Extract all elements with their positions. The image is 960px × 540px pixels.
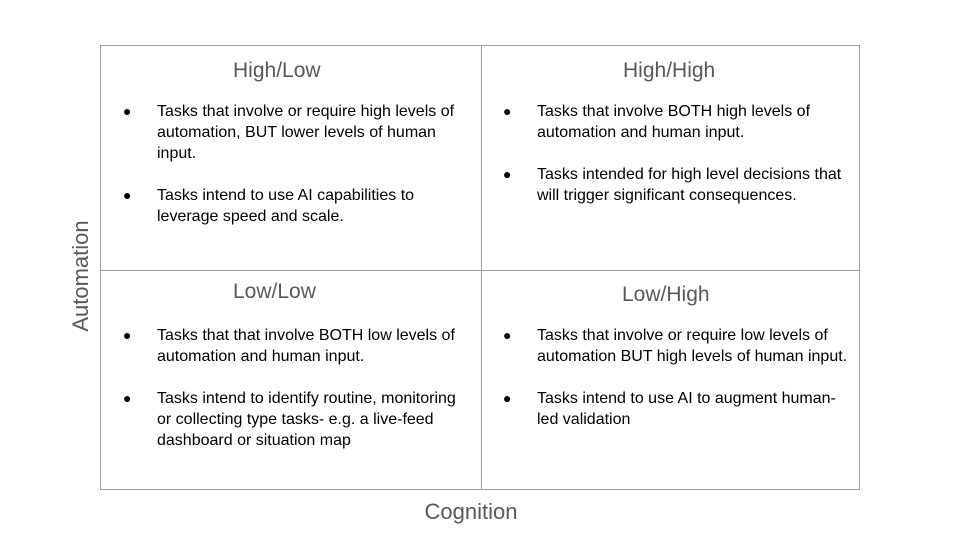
list-item: ● Tasks intend to identify routine, moni… xyxy=(101,388,471,451)
quadrant-high-high: High/High ● Tasks that involve BOTH high… xyxy=(481,46,861,270)
list-item-text: Tasks that involve or require high level… xyxy=(157,103,455,162)
y-axis-label: Automation xyxy=(68,220,93,332)
bullet-icon: ● xyxy=(123,103,132,119)
bullet-icon: ● xyxy=(503,166,512,182)
quadrant-bullet-list: ● Tasks that that involve BOTH low level… xyxy=(101,325,471,472)
bullet-icon: ● xyxy=(123,187,132,203)
vertical-divider xyxy=(481,46,482,489)
quadrant-bullet-list: ● Tasks that involve BOTH high levels of… xyxy=(481,101,851,227)
list-item: ● Tasks intend to use AI to augment huma… xyxy=(481,388,851,430)
x-axis-label: Cognition xyxy=(424,499,518,524)
list-item-text: Tasks intended for high level decisions … xyxy=(537,166,842,204)
quadrant-low-high: Low/High ● Tasks that involve or require… xyxy=(481,270,861,491)
list-item: ● Tasks that that involve BOTH low level… xyxy=(101,325,471,367)
quadrant-bullet-list: ● Tasks that involve or require high lev… xyxy=(101,101,471,248)
quadrant-low-low: Low/Low ● Tasks that that involve BOTH l… xyxy=(101,270,481,491)
quadrant-bullet-list: ● Tasks that involve or require low leve… xyxy=(481,325,851,451)
bullet-icon: ● xyxy=(123,327,132,343)
list-item-text: Tasks that that involve BOTH low levels … xyxy=(157,327,455,365)
list-item: ● Tasks intended for high level decision… xyxy=(481,164,851,206)
list-item: ● Tasks intend to use AI capabilities to… xyxy=(101,185,471,227)
quadrant-title: High/High xyxy=(623,59,716,82)
list-item-text: Tasks that involve or require low levels… xyxy=(537,327,848,365)
quadrant-high-low: High/Low ● Tasks that involve or require… xyxy=(101,46,481,270)
quadrant-grid: High/Low ● Tasks that involve or require… xyxy=(100,45,860,490)
quadrant-title: Low/Low xyxy=(233,280,316,303)
list-item-text: Tasks intend to use AI to augment human-… xyxy=(537,390,836,428)
bullet-icon: ● xyxy=(123,390,132,406)
list-item-text: Tasks that involve BOTH high levels of a… xyxy=(537,103,811,141)
list-item: ● Tasks that involve BOTH high levels of… xyxy=(481,101,851,143)
list-item: ● Tasks that involve or require high lev… xyxy=(101,101,471,164)
bullet-icon: ● xyxy=(503,390,512,406)
list-item-text: Tasks intend to use AI capabilities to l… xyxy=(157,187,415,225)
bullet-icon: ● xyxy=(503,327,512,343)
list-item: ● Tasks that involve or require low leve… xyxy=(481,325,851,367)
list-item-text: Tasks intend to identify routine, monito… xyxy=(157,390,456,449)
quadrant-title: High/Low xyxy=(233,59,321,82)
quadrant-title: Low/High xyxy=(622,283,710,306)
horizontal-divider xyxy=(101,270,859,271)
bullet-icon: ● xyxy=(503,103,512,119)
